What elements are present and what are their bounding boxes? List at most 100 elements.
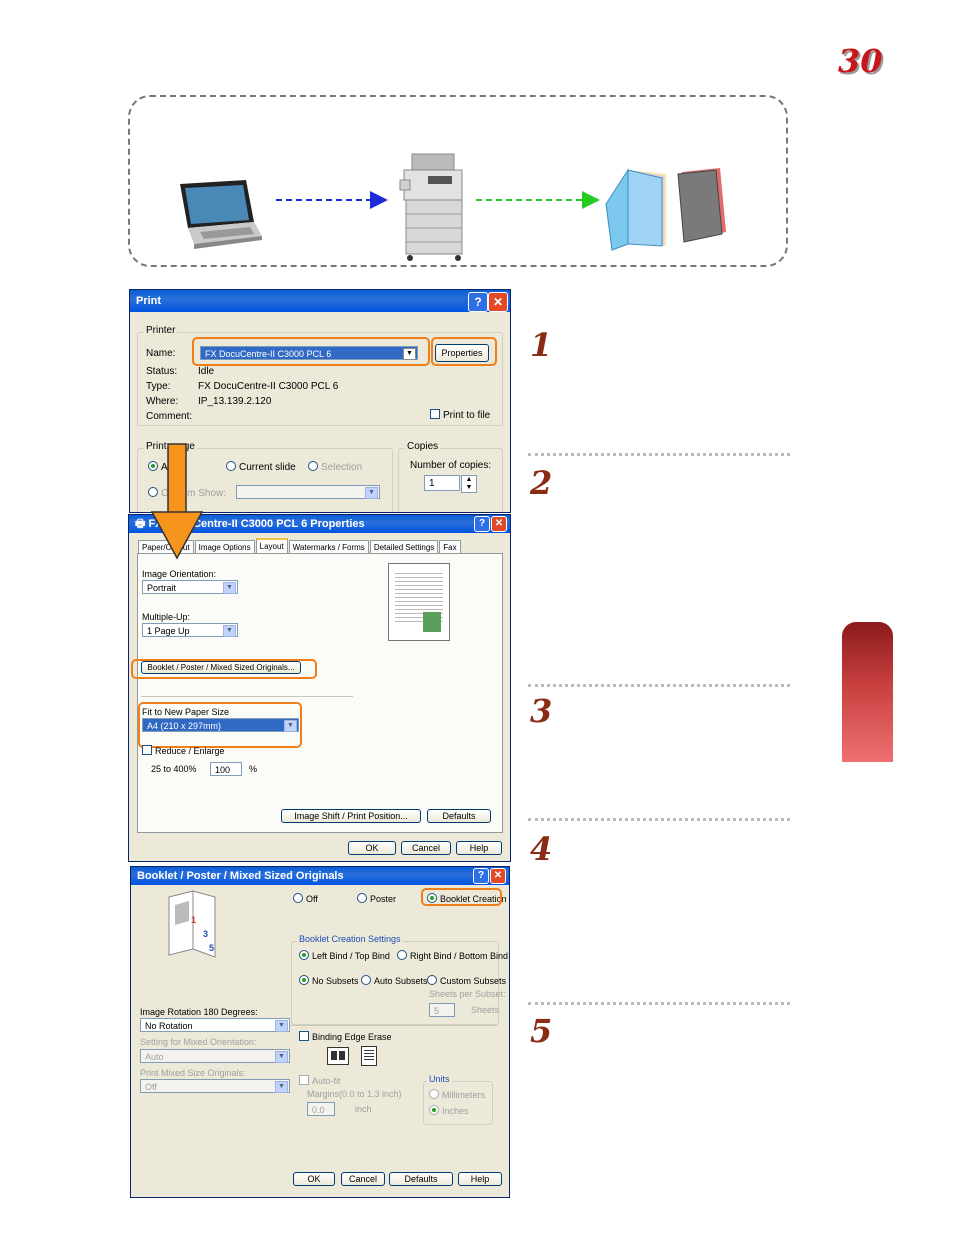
chapter-side-tab	[842, 622, 893, 762]
cancel-button[interactable]: Cancel	[341, 1172, 385, 1186]
mixed-orientation-select[interactable]: Auto▼	[140, 1049, 290, 1063]
single-column-icon	[361, 1046, 377, 1066]
step-separator	[528, 818, 790, 821]
auto-subsets-radio[interactable]: Auto Subsets	[361, 975, 428, 986]
cancel-button[interactable]: Cancel	[401, 841, 451, 855]
printer-name-select[interactable]: FX DocuCentre-II C3000 PCL 6 ▼	[200, 346, 418, 360]
help-button[interactable]: Help	[458, 1172, 502, 1186]
ok-button[interactable]: OK	[293, 1172, 335, 1186]
off-radio[interactable]: Off	[293, 893, 318, 904]
chevron-down-icon: ▼	[365, 487, 378, 499]
custom-show-radio[interactable]: Custom Show:	[148, 487, 226, 499]
step-separator	[528, 1002, 790, 1005]
inches-radio[interactable]: Inches	[429, 1105, 469, 1116]
mixed-size-label: Print Mixed Size Originals:	[140, 1068, 246, 1078]
auto-fit-checkbox[interactable]: Auto-fit	[299, 1075, 341, 1086]
image-orientation-value: Portrait	[147, 583, 177, 593]
step-separator	[528, 684, 790, 687]
left-bind-radio[interactable]: Left Bind / Top Bind	[299, 950, 390, 961]
millimeters-radio[interactable]: Millimeters	[429, 1089, 485, 1100]
preview-image	[423, 612, 441, 632]
percent-input[interactable]: 100	[210, 762, 242, 776]
chevron-down-icon: ▼	[275, 1020, 288, 1032]
reduce-enlarge-checkbox[interactable]: Reduce / Enlarge	[142, 745, 225, 756]
selection-label: Selection	[321, 462, 363, 473]
multiple-up-select[interactable]: 1 Page Up▼	[142, 623, 238, 637]
current-slide-radio[interactable]: Current slide	[226, 461, 296, 473]
image-orientation-select[interactable]: Portrait▼	[142, 580, 238, 594]
fit-to-paper-label: Fit to New Paper Size	[142, 707, 230, 717]
highlight-paper-size	[138, 702, 302, 748]
mixed-size-select[interactable]: Off ▼	[140, 1079, 290, 1093]
print-to-file-label: Print to file	[443, 410, 491, 421]
help-button[interactable]: Help	[456, 841, 502, 855]
two-column-icon	[327, 1047, 349, 1065]
booklet-creation-label: Booklet Creation	[440, 894, 507, 904]
off-label: Off	[306, 894, 318, 904]
tab-layout[interactable]: Layout	[255, 538, 288, 555]
print-dialog: Print ? ✕ Printer Name: FX DocuCentre-II…	[129, 289, 511, 513]
no-subsets-label: No Subsets	[312, 976, 359, 986]
booklet-illustration	[605, 168, 726, 251]
booklet-creation-radio[interactable]: Booklet Creation	[427, 893, 507, 904]
copier-illustration	[399, 153, 463, 261]
close-icon[interactable]: ✕	[488, 292, 508, 312]
type-label: Type:	[146, 381, 171, 392]
image-rotation-label: Image Rotation 180 Degrees:	[140, 1007, 258, 1017]
custom-subsets-label: Custom Subsets	[440, 976, 507, 986]
tab-detailed-settings[interactable]: Detailed Settings	[369, 540, 439, 554]
auto-subsets-label: Auto Subsets	[374, 976, 428, 986]
copies-spinner[interactable]: ▲▼	[461, 475, 477, 493]
defaults-button[interactable]: Defaults	[427, 809, 491, 823]
group-label: Copies	[405, 441, 441, 452]
properties-button[interactable]: Properties	[435, 344, 489, 362]
print-dialog-titlebar: Print	[130, 290, 510, 312]
help-icon[interactable]: ?	[474, 516, 490, 532]
print-to-file-checkbox[interactable]: Print to file	[430, 409, 490, 421]
step-number-2: 2	[530, 464, 553, 502]
image-rotation-value: No Rotation	[145, 1021, 193, 1031]
dialog-title: Print	[136, 295, 162, 307]
status-label: Status:	[146, 366, 178, 377]
defaults-button[interactable]: Defaults	[389, 1172, 453, 1186]
paper-size-select[interactable]: A4 (210 x 297mm)▼	[142, 718, 299, 732]
where-label: Where:	[146, 396, 179, 407]
subset-input[interactable]: 5	[429, 1003, 455, 1017]
divider	[291, 1025, 497, 1026]
right-bind-radio[interactable]: Right Bind / Bottom Bind	[397, 950, 508, 961]
name-label: Name:	[146, 348, 176, 359]
chevron-down-icon: ▼	[275, 1051, 288, 1063]
mixed-size-value: Off	[145, 1082, 157, 1092]
dialog-title: FX DocuCentre-II C3000 PCL 6 Properties	[148, 518, 365, 530]
all-radio[interactable]: All	[148, 461, 172, 473]
tab-image-options[interactable]: Image Options	[194, 540, 255, 554]
booklet-poster-button[interactable]: Booklet / Poster / Mixed Sized Originals…	[141, 661, 301, 674]
help-icon[interactable]: ?	[473, 868, 489, 884]
margins-label: Margins(0.0 to 1.3 inch)	[307, 1089, 402, 1099]
copies-group	[398, 448, 503, 512]
properties-dialog-titlebar: 🖶 FX DocuCentre-II C3000 PCL 6 Propertie…	[129, 515, 510, 533]
print-range-group	[137, 448, 393, 512]
tab-watermarks-forms[interactable]: Watermarks / Forms	[288, 540, 369, 554]
chevron-down-icon: ▼	[275, 1081, 288, 1093]
copies-input[interactable]: 1	[424, 475, 460, 491]
no-subsets-radio[interactable]: No Subsets	[299, 975, 359, 986]
auto-fit-label: Auto-fit	[312, 1076, 341, 1086]
poster-radio[interactable]: Poster	[357, 893, 396, 904]
selection-radio[interactable]: Selection	[308, 461, 362, 473]
comment-label: Comment:	[146, 411, 193, 422]
ok-button[interactable]: OK	[348, 841, 396, 855]
group-label: Booklet Creation Settings	[297, 934, 403, 944]
custom-subsets-radio[interactable]: Custom Subsets	[427, 975, 506, 986]
step-separator	[528, 453, 790, 456]
close-icon[interactable]: ✕	[491, 516, 507, 532]
close-icon[interactable]: ✕	[490, 868, 506, 884]
image-rotation-select[interactable]: No Rotation ▼	[140, 1018, 290, 1032]
binding-edge-erase-checkbox[interactable]: Binding Edge Erase	[299, 1031, 392, 1042]
mixed-orientation-label: Setting for Mixed Orientation:	[140, 1037, 257, 1047]
help-icon[interactable]: ?	[468, 292, 488, 312]
custom-show-select[interactable]: ▼	[236, 485, 380, 499]
tab-fax[interactable]: Fax	[439, 540, 461, 554]
margin-input[interactable]: 0.0	[307, 1102, 335, 1116]
image-shift-button[interactable]: Image Shift / Print Position...	[281, 809, 421, 823]
